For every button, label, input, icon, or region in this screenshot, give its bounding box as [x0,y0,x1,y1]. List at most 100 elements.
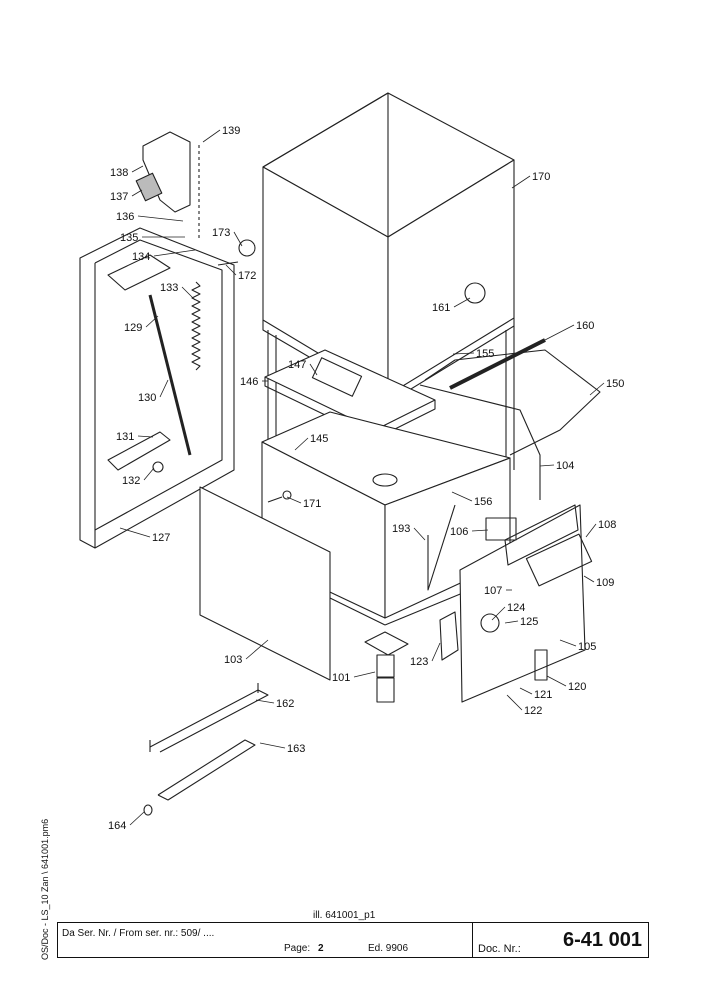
callout-150: 150 [589,378,624,396]
callout-label-135: 135 [120,232,138,244]
page-number: 2 [318,943,324,954]
callout-130: 130 [138,379,169,404]
callout-164: 164 [108,811,145,832]
callout-label-173: 173 [212,227,230,239]
callout-101: 101 [332,671,376,684]
callout-136: 136 [116,211,184,223]
callout-label-138: 138 [110,167,128,179]
callout-leader-108 [585,523,597,538]
callout-label-107: 107 [484,585,502,597]
callout-127: 127 [119,527,170,544]
hood-170 [262,92,515,404]
callout-leader-109 [583,575,595,583]
callout-label-106: 106 [450,526,468,538]
callout-108: 108 [585,519,616,538]
callout-leader-155 [452,352,475,355]
callout-label-130: 130 [138,392,156,404]
side-file-reference: OS/Doc - LS_10 Zan \ 641001.pm6 [40,818,50,960]
callout-156: 156 [451,491,492,508]
callout-leader-134 [153,249,196,257]
page-label: Page: [284,943,311,954]
callout-171: 171 [286,496,321,510]
callout-leader-127 [119,527,151,538]
title-block-divider [472,923,473,957]
callout-105: 105 [559,639,596,653]
callout-139: 139 [202,125,240,143]
callout-leader-139 [202,129,221,143]
callout-103: 103 [224,639,269,666]
callout-label-164: 164 [108,820,126,832]
callout-label-136: 136 [116,211,134,223]
callout-leader-171 [286,496,302,504]
callout-leader-131 [137,435,154,438]
callout-leader-103 [245,639,269,660]
callout-121: 121 [519,687,552,701]
callout-label-124: 124 [507,602,525,614]
callout-193: 193 [392,523,426,541]
callout-122: 122 [506,694,542,717]
callout-132: 132 [122,467,155,487]
callout-leader-136 [137,215,184,222]
callout-leader-106 [471,529,489,532]
callout-leader-160 [544,324,575,341]
callout-leader-125 [504,620,519,624]
callout-label-132: 132 [122,475,140,487]
callout-106: 106 [450,526,489,538]
callout-label-104: 104 [556,460,574,472]
callout-146: 146 [240,376,268,388]
callout-label-101: 101 [332,672,350,684]
callout-leader-122 [506,694,523,711]
callout-173: 173 [212,227,243,247]
callout-172: 172 [225,264,256,282]
callout-123: 123 [410,642,441,668]
callout-133: 133 [160,282,196,301]
callout-161: 161 [432,297,471,314]
foot-101 [364,631,409,703]
callout-label-170: 170 [532,171,550,183]
edition-text: Ed. 9906 [368,943,409,954]
callout-leader-156 [451,491,473,502]
callout-leader-147 [309,363,318,376]
callout-leader-172 [225,264,237,276]
callout-163: 163 [259,742,305,755]
callout-label-147: 147 [288,359,306,371]
callout-leader-130 [159,379,169,398]
callout-leader-161 [453,297,471,308]
callout-leader-120 [546,675,567,687]
callout-129: 129 [124,315,159,334]
callout-leader-163 [259,742,286,749]
callout-leader-101 [353,671,376,678]
callout-leader-150 [589,382,605,396]
callout-leader-164 [129,811,145,826]
callout-label-137: 137 [110,191,128,203]
callout-label-121: 121 [534,689,552,701]
callout-leader-170 [511,175,531,189]
callout-135: 135 [120,232,185,244]
callout-leader-121 [519,687,533,695]
callout-label-123: 123 [410,656,428,668]
callout-125: 125 [504,616,538,628]
callout-138: 138 [110,165,144,179]
callout-131: 131 [116,431,154,443]
callout-137: 137 [110,189,143,203]
callout-leader-162 [255,699,275,704]
callout-label-105: 105 [578,641,596,653]
callout-label-108: 108 [598,519,616,531]
illustration-reference: ill. 641001_p1 [313,910,376,921]
callout-label-125: 125 [520,616,538,628]
callout-124: 124 [491,602,525,621]
callout-label-150: 150 [606,378,624,390]
callout-label-193: 193 [392,523,410,535]
callout-leader-145 [294,437,309,451]
callout-leader-137 [131,189,143,197]
callout-leader-132 [143,467,155,481]
callout-162: 162 [255,698,294,710]
callout-leader-123 [431,642,441,662]
callout-155: 155 [452,348,494,360]
callout-label-155: 155 [476,348,494,360]
callout-134: 134 [132,249,196,263]
callout-label-139: 139 [222,125,240,137]
callout-label-127: 127 [152,532,170,544]
callout-label-146: 146 [240,376,258,388]
